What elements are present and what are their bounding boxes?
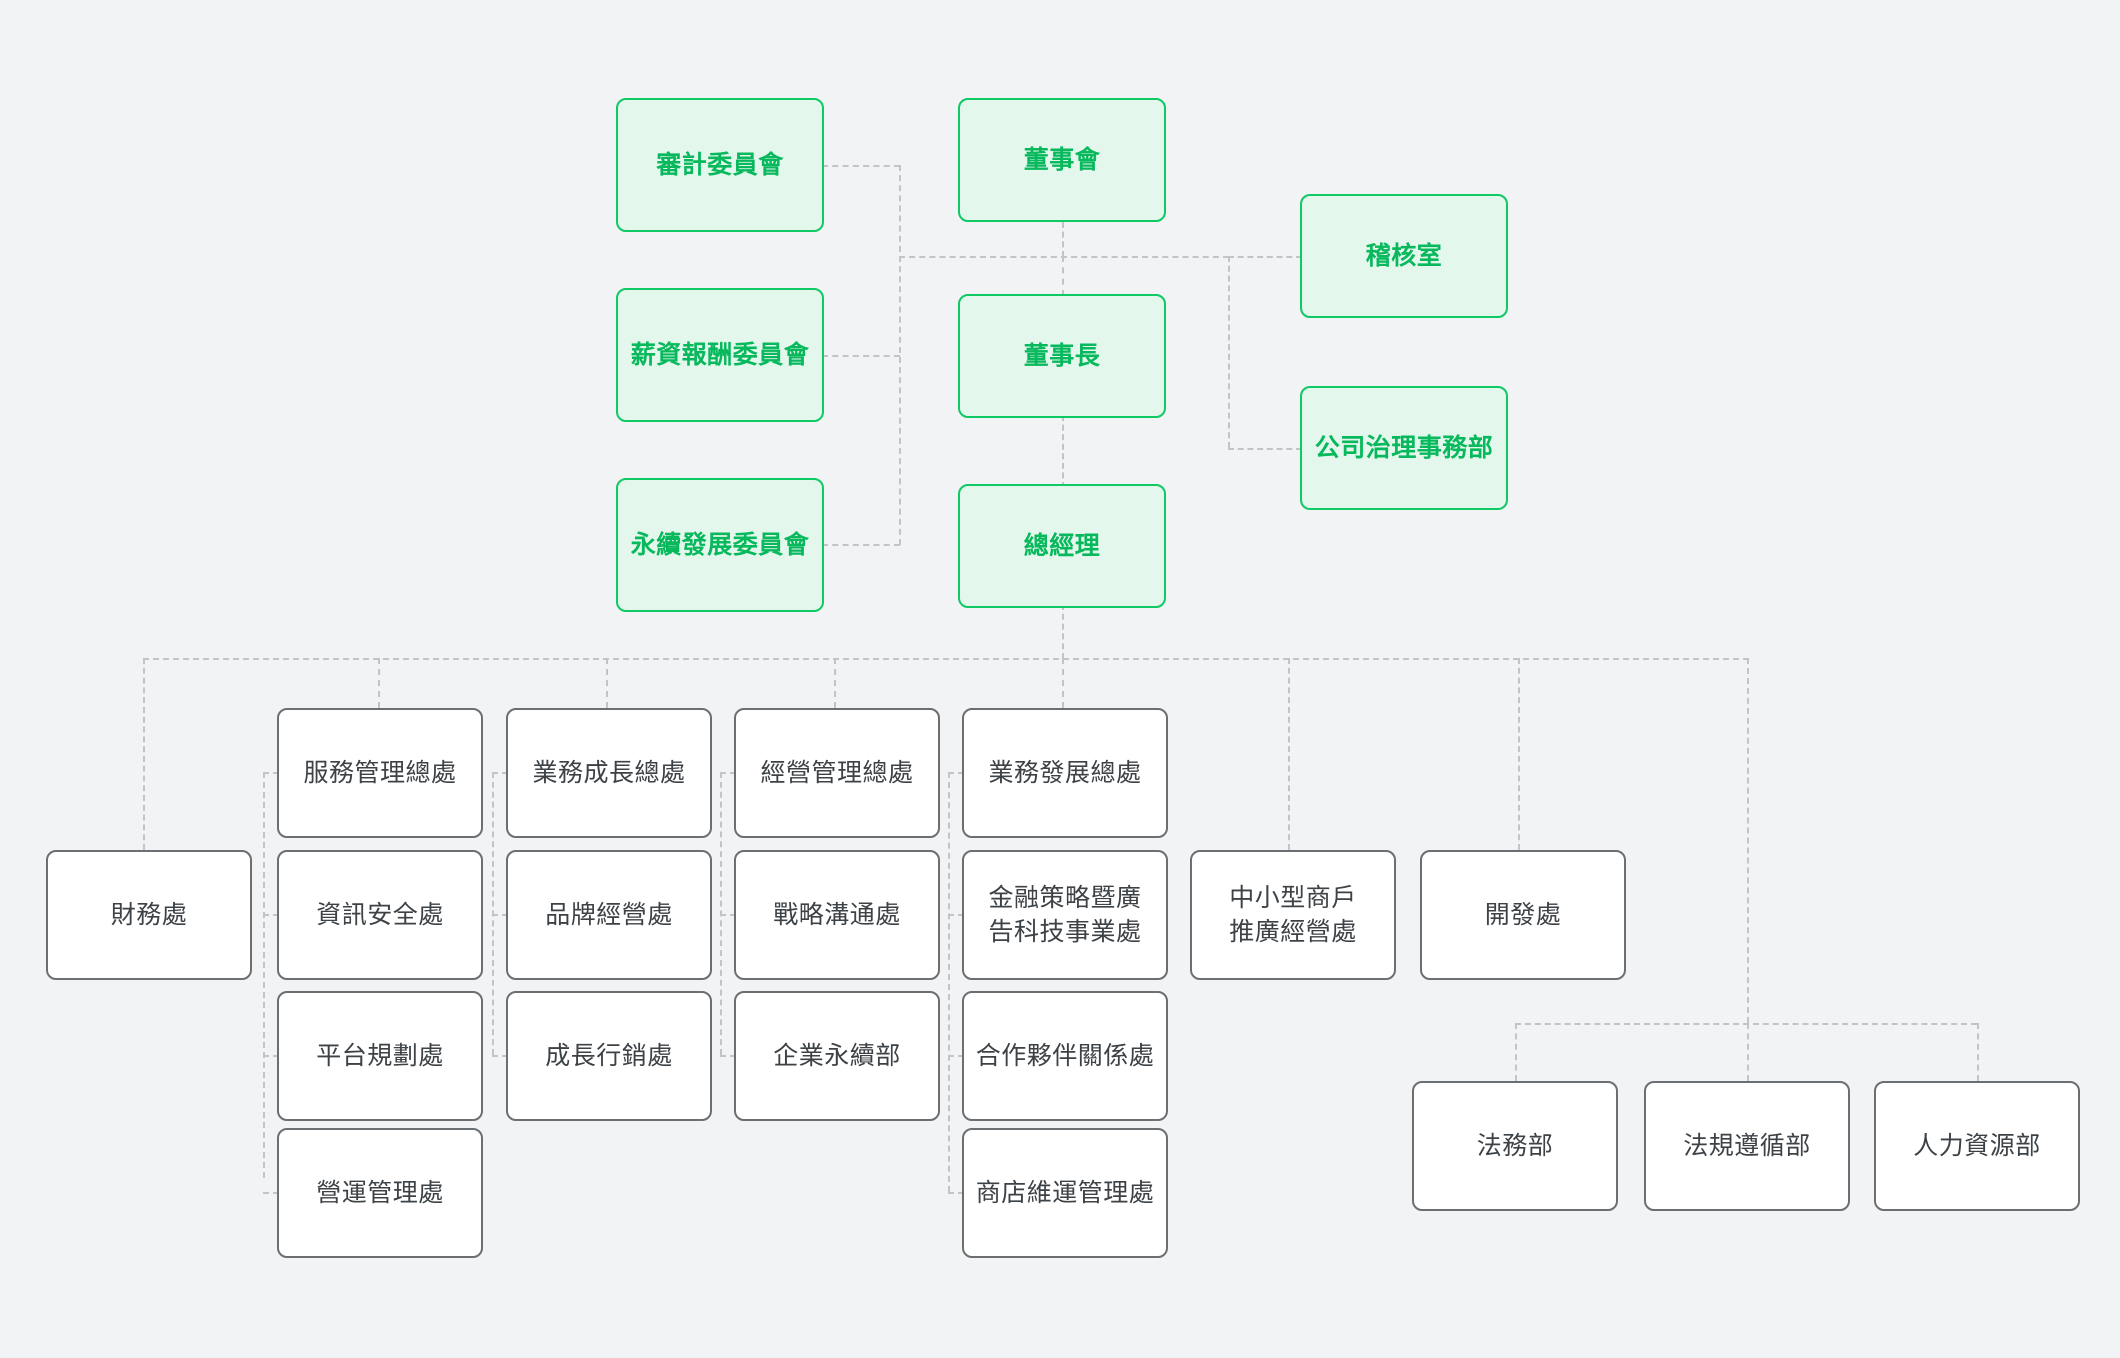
connector-stub-growth-marketing	[492, 1055, 508, 1057]
node-label: 企業永續部	[773, 1041, 901, 1070]
node-label: 法規遵循部	[1683, 1131, 1811, 1160]
node-business-growth-hq[interactable]: 業務成長總處	[506, 708, 712, 838]
node-strategic-comm[interactable]: 戰略溝通處	[734, 850, 940, 980]
connector-stub-corporate-sustainability	[720, 1055, 736, 1057]
connector-audit-committee-stub	[822, 165, 900, 167]
node-platform-planning[interactable]: 平台規劃處	[277, 991, 483, 1121]
node-label: 薪資報酬委員會	[630, 340, 810, 369]
connector-stub-brand-mgmt	[492, 914, 508, 916]
connector-committee-spine	[899, 165, 901, 545]
connector-drop-ops-hq	[834, 658, 836, 708]
node-development[interactable]: 開發處	[1420, 850, 1626, 980]
node-label: 金融策略暨廣 告科技事業處	[988, 883, 1142, 947]
node-audit-office[interactable]: 稽核室	[1300, 194, 1508, 318]
node-service-mgmt-hq[interactable]: 服務管理總處	[277, 708, 483, 838]
connector-stub-info-security	[263, 914, 279, 916]
connector-spine-growth-hq	[492, 772, 494, 1055]
connector-right-branch-spine	[1228, 256, 1230, 448]
connector-chairman-to-president	[1062, 415, 1064, 488]
connector-drop-service-hq	[378, 658, 380, 708]
node-corporate-sustainability[interactable]: 企業永續部	[734, 991, 940, 1121]
node-label: 法務部	[1476, 1131, 1554, 1160]
connector-board-down	[1062, 222, 1064, 257]
connector-drop-legal	[1515, 1023, 1517, 1081]
node-label: 營運管理處	[316, 1178, 444, 1207]
connector-stub-operation-mgmt	[263, 1192, 279, 1194]
node-board[interactable]: 董事會	[958, 98, 1166, 222]
node-legal[interactable]: 法務部	[1412, 1081, 1618, 1211]
connector-president-bar	[143, 658, 1749, 660]
node-label: 服務管理總處	[303, 758, 457, 787]
node-president[interactable]: 總經理	[958, 484, 1166, 608]
connector-stub-partner-relations	[948, 1055, 964, 1057]
connector-stub-fin-strategy	[948, 914, 964, 916]
node-sustainability-committee[interactable]: 永續發展委員會	[616, 478, 824, 612]
connector-drop-sme	[1288, 658, 1290, 850]
connector-stub-strategic-comm	[720, 914, 736, 916]
node-growth-marketing[interactable]: 成長行銷處	[506, 991, 712, 1121]
connector-compensation-committee-stub	[822, 355, 900, 357]
connector-board-to-governance-office	[1228, 448, 1302, 450]
node-store-ops-mgmt[interactable]: 商店維運管理處	[962, 1128, 1168, 1258]
connector-spine-service-hq	[263, 772, 265, 1178]
connector-right-group-bar	[1515, 1023, 1977, 1025]
connector-board-to-chairman	[1062, 256, 1064, 296]
connector-drop-compliance	[1747, 1023, 1749, 1081]
node-label: 戰略溝通處	[773, 900, 901, 929]
connector-spine-bizdev-hq	[948, 772, 950, 1192]
connector-stub-platform-planning	[263, 1055, 279, 1057]
node-label: 合作夥伴關係處	[975, 1041, 1155, 1070]
connector-spine-ops-hq	[720, 772, 722, 1055]
connector-president-down	[1062, 604, 1064, 659]
node-label: 成長行銷處	[545, 1041, 673, 1070]
node-label: 資訊安全處	[316, 900, 444, 929]
node-finance[interactable]: 財務處	[46, 850, 252, 980]
node-label: 公司治理事務部	[1314, 433, 1494, 462]
node-human-resources[interactable]: 人力資源部	[1874, 1081, 2080, 1211]
node-label: 經營管理總處	[760, 758, 914, 787]
node-label: 平台規劃處	[316, 1041, 444, 1070]
node-label: 董事長	[1023, 341, 1101, 370]
node-business-dev-hq[interactable]: 業務發展總處	[962, 708, 1168, 838]
node-audit-committee[interactable]: 審計委員會	[616, 98, 824, 232]
connector-drop-right-group	[1747, 658, 1749, 1023]
node-label: 商店維運管理處	[975, 1178, 1155, 1207]
connector-board-bar	[899, 256, 1229, 258]
node-label: 業務成長總處	[532, 758, 686, 787]
node-compliance[interactable]: 法規遵循部	[1644, 1081, 1850, 1211]
connector-board-to-audit-office	[1228, 256, 1302, 258]
node-label: 財務處	[110, 900, 188, 929]
connector-drop-hr	[1977, 1023, 1979, 1081]
connector-drop-finance	[143, 658, 145, 850]
node-operations-mgmt-hq[interactable]: 經營管理總處	[734, 708, 940, 838]
connector-sustainability-committee-stub	[822, 544, 900, 546]
node-label: 審計委員會	[656, 150, 784, 179]
connector-stub-service-hq	[263, 772, 279, 774]
connector-stub-growth-hq	[492, 772, 508, 774]
connector-drop-growth-hq	[606, 658, 608, 708]
node-label: 業務發展總處	[988, 758, 1142, 787]
node-label: 稽核室	[1365, 241, 1443, 270]
connector-stub-store-ops	[948, 1192, 964, 1194]
node-label: 中小型商戶 推廣經營處	[1229, 883, 1357, 947]
node-governance-office[interactable]: 公司治理事務部	[1300, 386, 1508, 510]
node-label: 永續發展委員會	[630, 530, 810, 559]
node-brand-mgmt[interactable]: 品牌經營處	[506, 850, 712, 980]
node-partner-relations[interactable]: 合作夥伴關係處	[962, 991, 1168, 1121]
node-label: 董事會	[1023, 145, 1101, 174]
node-info-security[interactable]: 資訊安全處	[277, 850, 483, 980]
node-label: 開發處	[1484, 900, 1562, 929]
connector-drop-development	[1518, 658, 1520, 850]
node-compensation-committee[interactable]: 薪資報酬委員會	[616, 288, 824, 422]
node-fin-strategy-adtech[interactable]: 金融策略暨廣 告科技事業處	[962, 850, 1168, 980]
node-label: 人力資源部	[1913, 1131, 2041, 1160]
connector-stub-bizdev-hq	[948, 772, 964, 774]
connector-stub-ops-hq	[720, 772, 736, 774]
node-operation-mgmt[interactable]: 營運管理處	[277, 1128, 483, 1258]
node-sme-merchant[interactable]: 中小型商戶 推廣經營處	[1190, 850, 1396, 980]
node-label: 總經理	[1023, 531, 1101, 560]
node-chairman[interactable]: 董事長	[958, 294, 1166, 418]
node-label: 品牌經營處	[545, 900, 673, 929]
connector-drop-bizdev-hq	[1062, 658, 1064, 708]
